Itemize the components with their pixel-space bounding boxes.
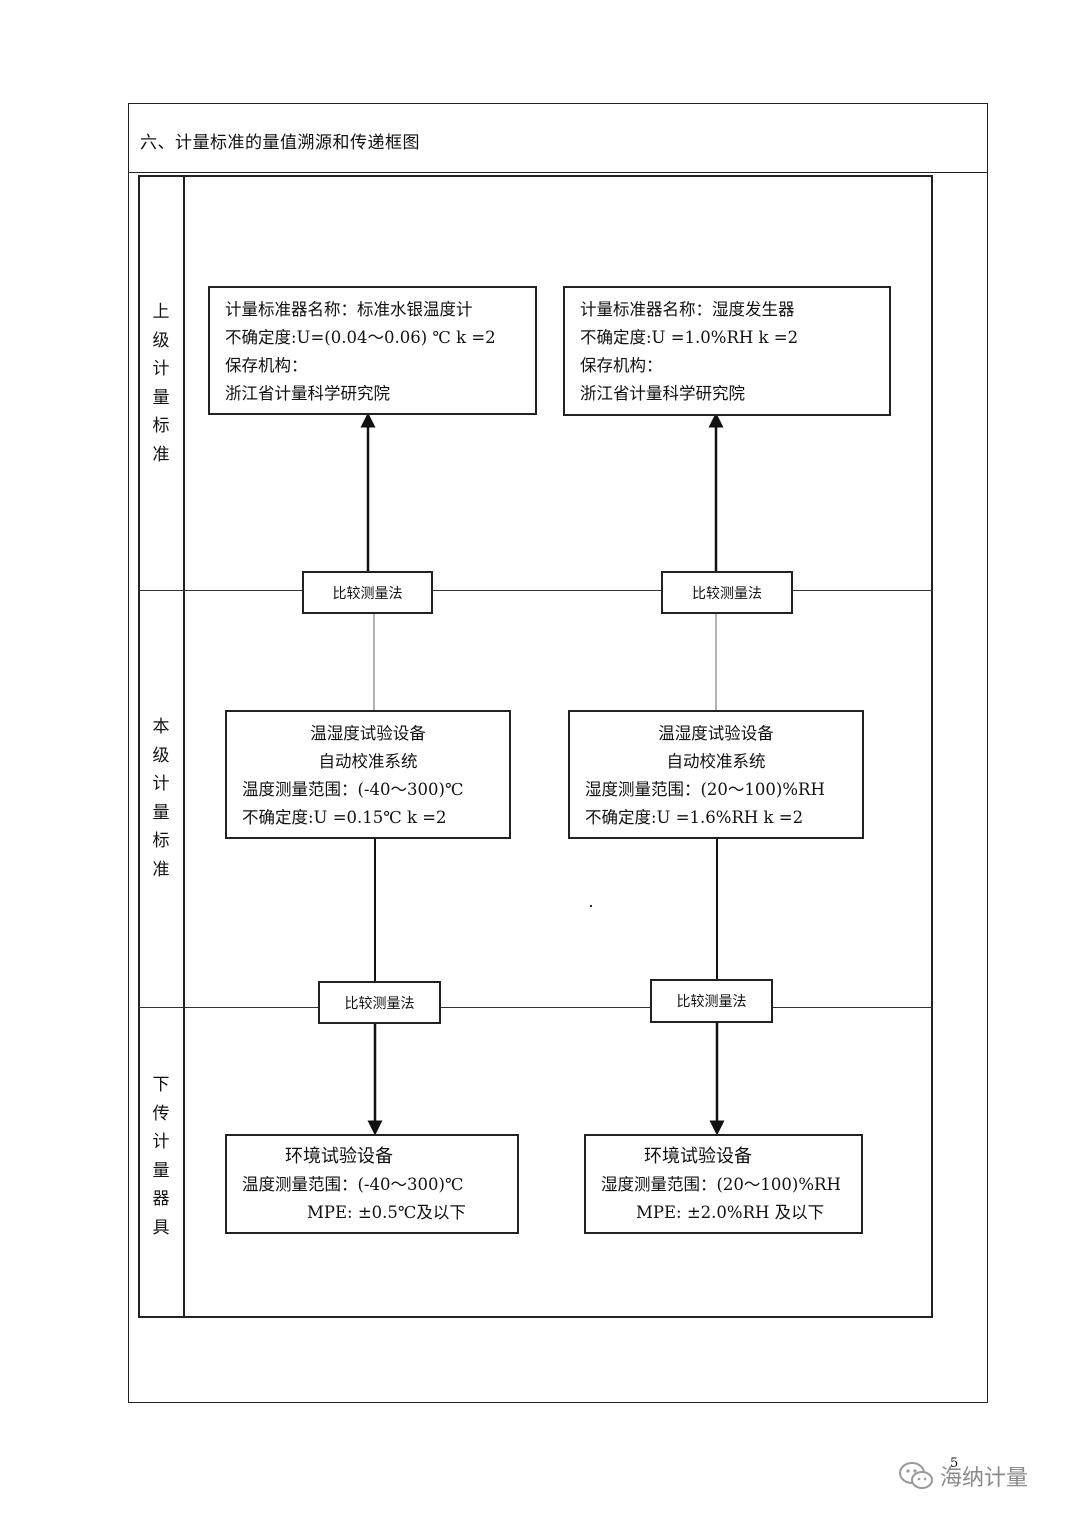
level-divider-lower [440,1007,651,1008]
level-divider-lower [138,1007,319,1008]
watermark-text: 海纳计量 [940,1466,1029,1491]
upper-standard-left: 计量标准器名称：标准水银温度计 不确定度:U=(0.04～0.06) ℃ k =… [208,286,537,415]
lower-instrument-left: 环境试验设备 温度测量范围：(-40～300)℃ MPE: ±0.5℃及以下 [225,1134,519,1234]
side-column-divider [183,175,185,1318]
stray-dot [590,905,592,907]
page-number: 5 [950,1456,959,1471]
section-title: 六、计量标准的量值溯源和传递框图 [140,133,420,153]
method-box-lower-right: 比较测量法 [650,979,773,1023]
header-divider [128,172,988,173]
level-divider-upper [792,590,933,591]
current-standard-left: 温湿度试验设备 自动校准系统 温度测量范围：(-40～300)℃ 不确定度:U … [225,710,511,839]
lower-instrument-right: 环境试验设备 湿度测量范围：(20～100)%RH MPE: ±2.0%RH 及… [584,1134,863,1234]
side-label-lower-instruments: 下传计 量器具 [152,1075,170,1238]
wechat-icon [899,1462,933,1489]
watermark: 海纳计量 [898,1460,1028,1492]
method-box-upper-right: 比较测量法 [661,571,793,614]
level-divider-upper [138,590,303,591]
side-label-current-standard: 本级计 量标准 [152,717,170,880]
form-outer-border [128,103,988,1403]
diagram-frame [138,175,933,1318]
upper-standard-right: 计量标准器名称：湿度发生器 不确定度:U =1.0%RH k =2 保存机构： … [563,286,891,416]
method-box-lower-left: 比较测量法 [318,981,441,1024]
level-divider-lower [772,1007,933,1008]
current-standard-right: 温湿度试验设备 自动校准系统 湿度测量范围：(20～100)%RH 不确定度:U… [568,710,864,839]
side-label-upper-standard: 上级计 量标准 [152,302,170,465]
method-box-upper-left: 比较测量法 [302,571,433,614]
level-divider-upper [432,590,662,591]
